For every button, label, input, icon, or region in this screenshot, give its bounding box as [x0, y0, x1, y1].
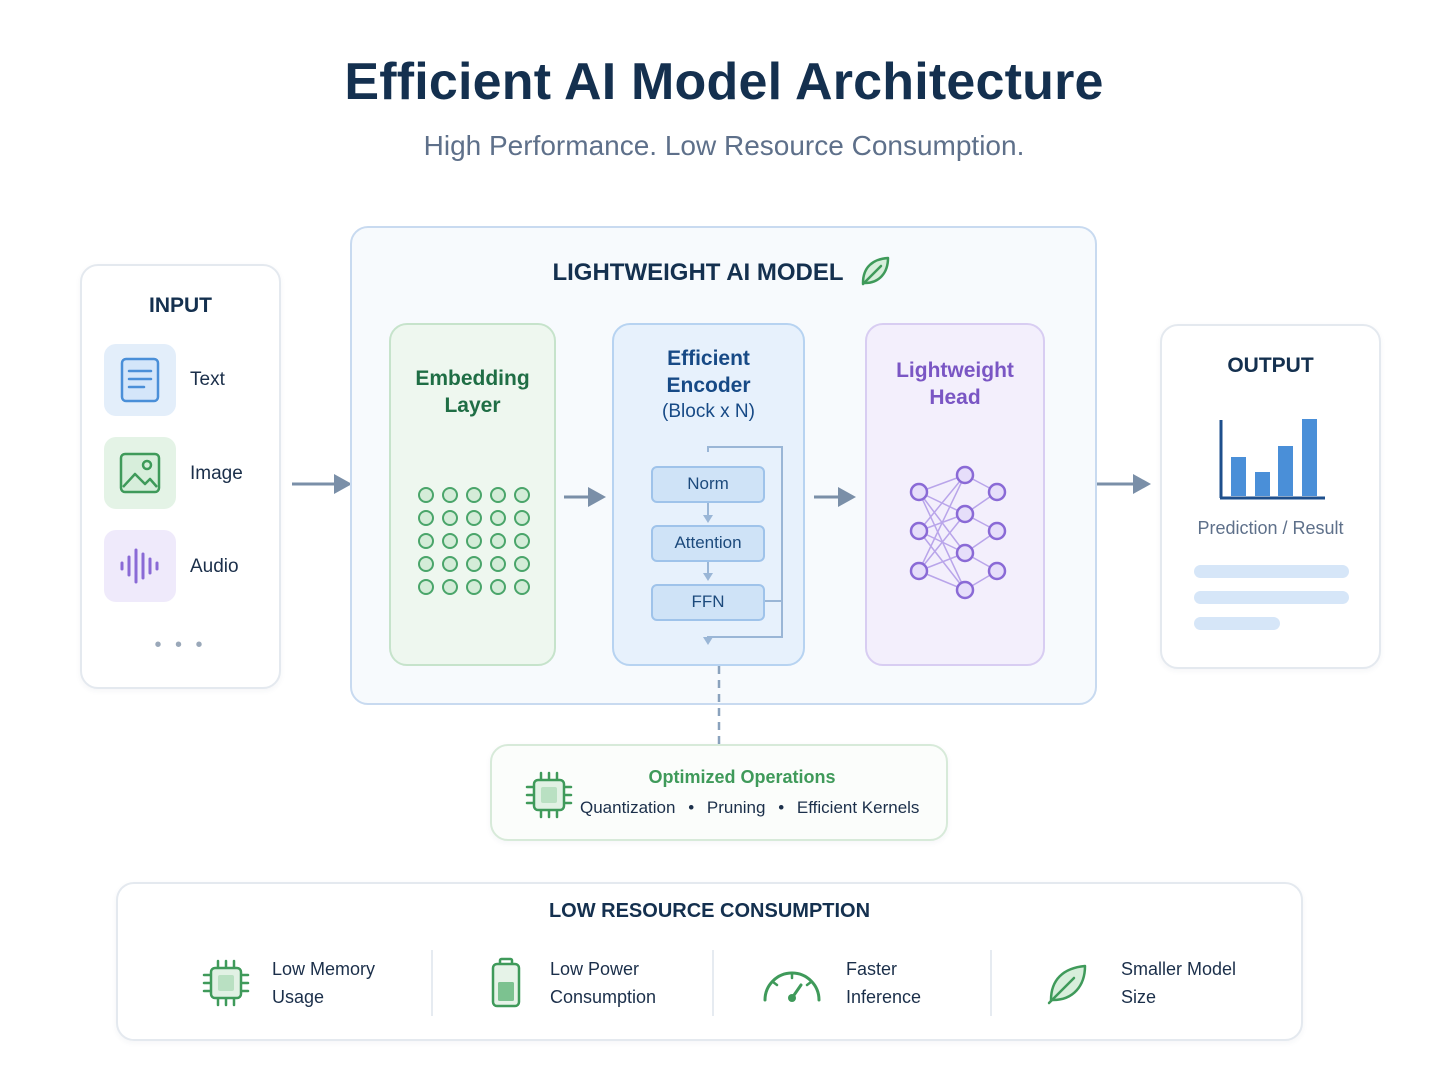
low-resource-panel: LOW RESOURCE CONSUMPTION Low Memory Usag…: [116, 882, 1303, 1041]
image-input-label: Image: [190, 463, 243, 484]
more-inputs-indicator: • • •: [154, 634, 207, 656]
lightweight-head-box[interactable]: Lightweight Head: [865, 323, 1045, 666]
divider: [431, 950, 433, 1016]
input-title: INPUT: [149, 294, 212, 317]
result-line-1: [1194, 565, 1349, 578]
image-icon: [119, 452, 161, 494]
optimized-operations-panel: Optimized Operations Quantization • Prun…: [490, 744, 948, 841]
text-input-tile[interactable]: [104, 344, 176, 416]
low-memory-label: Low Memory Usage: [272, 959, 376, 1007]
battery-icon: [491, 957, 521, 1008]
audio-input-tile[interactable]: [104, 530, 176, 602]
efficient-encoder-box[interactable]: Efficient Encoder (Block x N) Norm Atten…: [612, 323, 805, 666]
embedding-grid-icon: [418, 487, 530, 595]
head-title-line2: Head: [929, 386, 981, 409]
norm-block[interactable]: Norm: [651, 466, 765, 503]
text-input-label: Text: [190, 369, 225, 390]
efficient-kernels-label: Efficient Kernels: [796, 798, 920, 817]
low-power-label: Low Power Consumption: [550, 959, 657, 1007]
audio-input-label: Audio: [190, 556, 239, 577]
optimized-title: Optimized Operations: [648, 767, 836, 787]
arrow-model-to-output: [1097, 474, 1151, 494]
chip-icon: [525, 771, 573, 819]
head-title-line1: Lightweight: [896, 359, 1014, 382]
encoder-title-line1: Efficient: [667, 347, 750, 370]
model-title: LIGHTWEIGHT AI MODEL: [552, 259, 844, 286]
dashed-connector: [717, 666, 721, 744]
input-panel: INPUT Text Image: [80, 264, 281, 689]
quantization-label: Quantization: [580, 798, 676, 817]
speedometer-icon: [763, 971, 821, 1002]
audio-waveform-icon: [120, 548, 159, 584]
embedding-title-line2: Layer: [444, 394, 501, 417]
embedding-title-line1: Embedding: [415, 367, 530, 390]
result-line-3: [1194, 617, 1280, 630]
image-input-tile[interactable]: [104, 437, 176, 509]
output-title: OUTPUT: [1227, 354, 1314, 377]
leaf-icon: [861, 256, 890, 286]
page-subtitle: High Performance. Low Resource Consumpti…: [423, 130, 1025, 161]
encoder-title-line2: Encoder: [666, 374, 751, 397]
memory-chip-icon: [202, 959, 250, 1007]
arrow-embedding-to-encoder: [564, 487, 606, 507]
output-panel: OUTPUT Prediction / Result: [1160, 324, 1381, 669]
divider: [712, 950, 714, 1016]
arrow-encoder-to-head: [814, 487, 856, 507]
faster-inference-label: Faster Inference: [846, 959, 922, 1007]
output-caption: Prediction / Result: [1197, 518, 1344, 538]
ffn-block[interactable]: FFN: [651, 584, 765, 621]
bullet-separator: •: [778, 798, 785, 817]
leaf-icon: [1047, 964, 1087, 1005]
result-line-2: [1194, 591, 1349, 604]
pruning-label: Pruning: [706, 798, 766, 817]
bar-chart-icon: [1219, 419, 1325, 500]
smaller-model-label: Smaller Model Size: [1121, 959, 1237, 1007]
text-document-icon: [120, 357, 160, 403]
embedding-layer-box[interactable]: Embedding Layer: [389, 323, 556, 666]
encoder-title-line3: (Block x N): [662, 401, 755, 422]
attention-block[interactable]: Attention: [651, 525, 765, 562]
bullet-separator: •: [688, 798, 695, 817]
encoder-residual-loop: [703, 446, 783, 645]
arrow-input-to-model: [292, 474, 352, 494]
page-title: Efficient AI Model Architecture: [344, 53, 1104, 111]
optimized-items: Quantization • Pruning • Efficient Kerne…: [580, 798, 919, 818]
low-resource-title: LOW RESOURCE CONSUMPTION: [548, 900, 871, 922]
divider: [990, 950, 992, 1016]
neural-network-icon: [909, 465, 1007, 600]
